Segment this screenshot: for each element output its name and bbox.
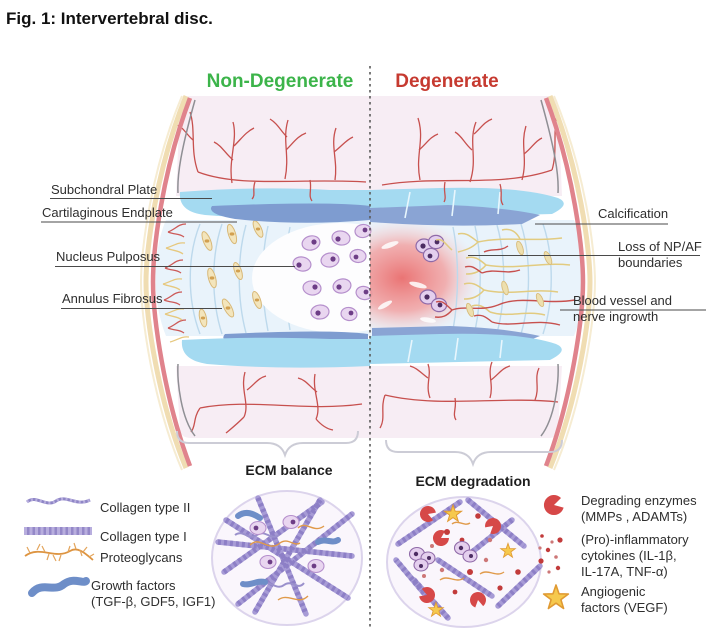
nucleus-pulposus-left: [252, 223, 370, 333]
legend-collagen-type-1: Collagen type I: [100, 529, 187, 544]
disc-outer-bands: [139, 95, 597, 471]
collagen-type-1-icon: [24, 527, 92, 535]
label-calcification: Calcification: [598, 206, 669, 221]
af-cells-right: [465, 240, 553, 318]
collagen-type-2-icon: [26, 497, 91, 505]
degenerate-cell-clusters: [415, 234, 448, 313]
blood-vessel-ingrowth: [434, 245, 576, 326]
legend-proteoglycans: Proteoglycans: [100, 550, 183, 565]
header-degenerate: Degenerate: [395, 71, 499, 92]
af-lamellae-right: [452, 223, 552, 335]
legend-growth-factors: Growth factors (TGF-β, GDF5, IGF1): [91, 578, 216, 609]
legend-cytokines: (Pro)-inflammatory cytokines (IL-1β, IL-…: [581, 532, 689, 579]
ecm-degradation-circle: [386, 496, 543, 628]
peripheral-vessels-nerves-left: [162, 223, 190, 343]
label-blood-vessel-nerve: Blood vessel and nerve ingrowth: [573, 293, 673, 324]
label-leader-lines: [41, 197, 706, 311]
label-annulus-fibrosus: Annulus Fibrosus: [62, 291, 163, 306]
label-subchondral-plate: Subchondral Plate: [51, 182, 158, 197]
subchondral-plate-bottom: [181, 333, 562, 368]
ecm-balance-circle: [211, 490, 363, 626]
label-nucleus-pulposus: Nucleus Pulposus: [56, 249, 161, 264]
legend-angiogenic: Angiogenic factors (VEGF): [581, 584, 668, 615]
af-cells-left: [198, 220, 264, 328]
nerve-ingrowth: [435, 228, 571, 316]
cartilaginous-endplate-top: [210, 189, 540, 226]
ecm-braces: [176, 430, 563, 468]
degenerate-nucleus-core: [370, 218, 482, 338]
legend-collagen-type-2: Collagen type II: [100, 500, 191, 515]
figure-title: Fig. 1: Intervertebral disc.: [6, 9, 213, 28]
header-non-degenerate: Non-Degenerate: [206, 71, 354, 92]
label-np-af-boundaries: Loss of NP/AF boundaries: [618, 239, 702, 270]
label-ecm-degradation: ECM degradation: [415, 473, 531, 489]
angiogenic-star-icon: [542, 584, 570, 610]
growth-factors-icon: [28, 576, 90, 597]
label-cartilaginous-endplate: Cartilaginous Endplate: [42, 205, 173, 220]
legend-degrading-enzymes: Degrading enzymes (MMPs , ADAMTs): [581, 493, 697, 524]
proteoglycans-icon: [24, 542, 95, 562]
label-ecm-balance: ECM balance: [245, 462, 333, 478]
inflammatory-cytokines-icon: [538, 534, 563, 574]
vertebral-body-bottom: [176, 366, 562, 438]
degrading-enzymes-icon: [543, 495, 564, 516]
